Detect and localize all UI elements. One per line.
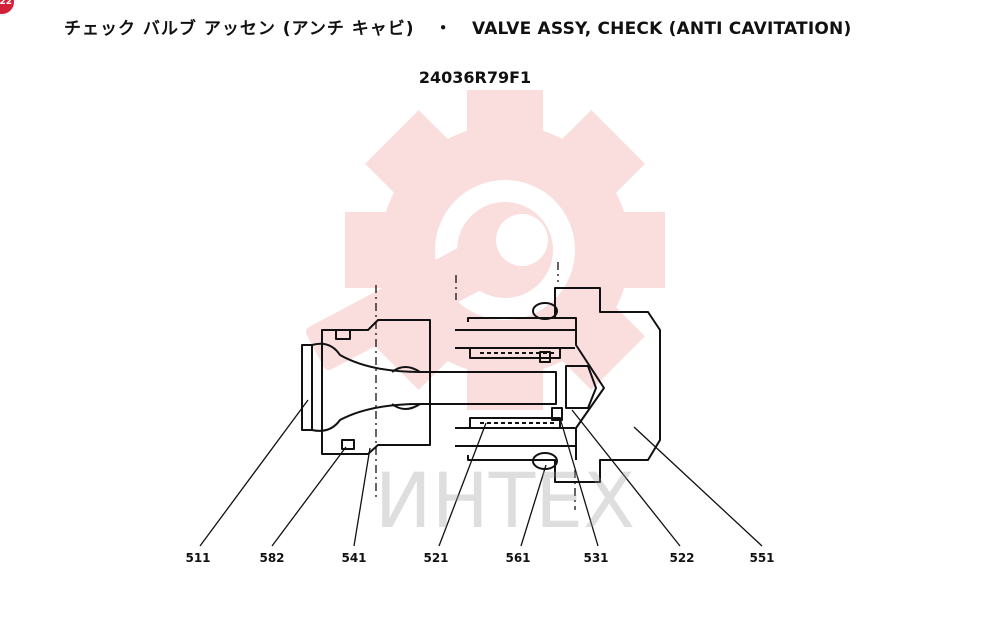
callout-541: 541 [341,551,367,565]
ring-531 [551,407,563,421]
callout-531: 531 [583,551,609,565]
callout-551: 551 [749,551,775,565]
watermark-text: ИНТЕХ [375,456,636,545]
title-japanese: チェック バルブ アッセン (アンチ キャビ) [64,19,415,39]
spring-521 [455,329,575,447]
oring-582 [341,439,355,450]
title-separator: ・ [434,19,452,39]
part-number: 24036R79F1 [418,68,532,87]
callout-511: 511 [185,551,211,565]
seal-561-upper [532,302,558,320]
callout-561: 561 [505,551,531,565]
sleeve-541 [321,319,431,455]
ring-522 [539,351,551,363]
leader-lines [199,399,763,547]
housing-551 [467,287,661,483]
callout-521: 521 [423,551,449,565]
title-english: VALVE ASSY, CHECK (ANTI CAVITATION) [472,19,852,39]
page-title: チェック バルブ アッセン (アンチ キャビ) ・ VALVE ASSY, CH… [64,14,964,39]
cross-section [301,262,661,510]
poppet-511 [301,342,557,432]
callout-522: 522 [669,551,695,565]
callout-582: 582 [259,551,285,565]
watermark-gear-icon [306,90,665,410]
